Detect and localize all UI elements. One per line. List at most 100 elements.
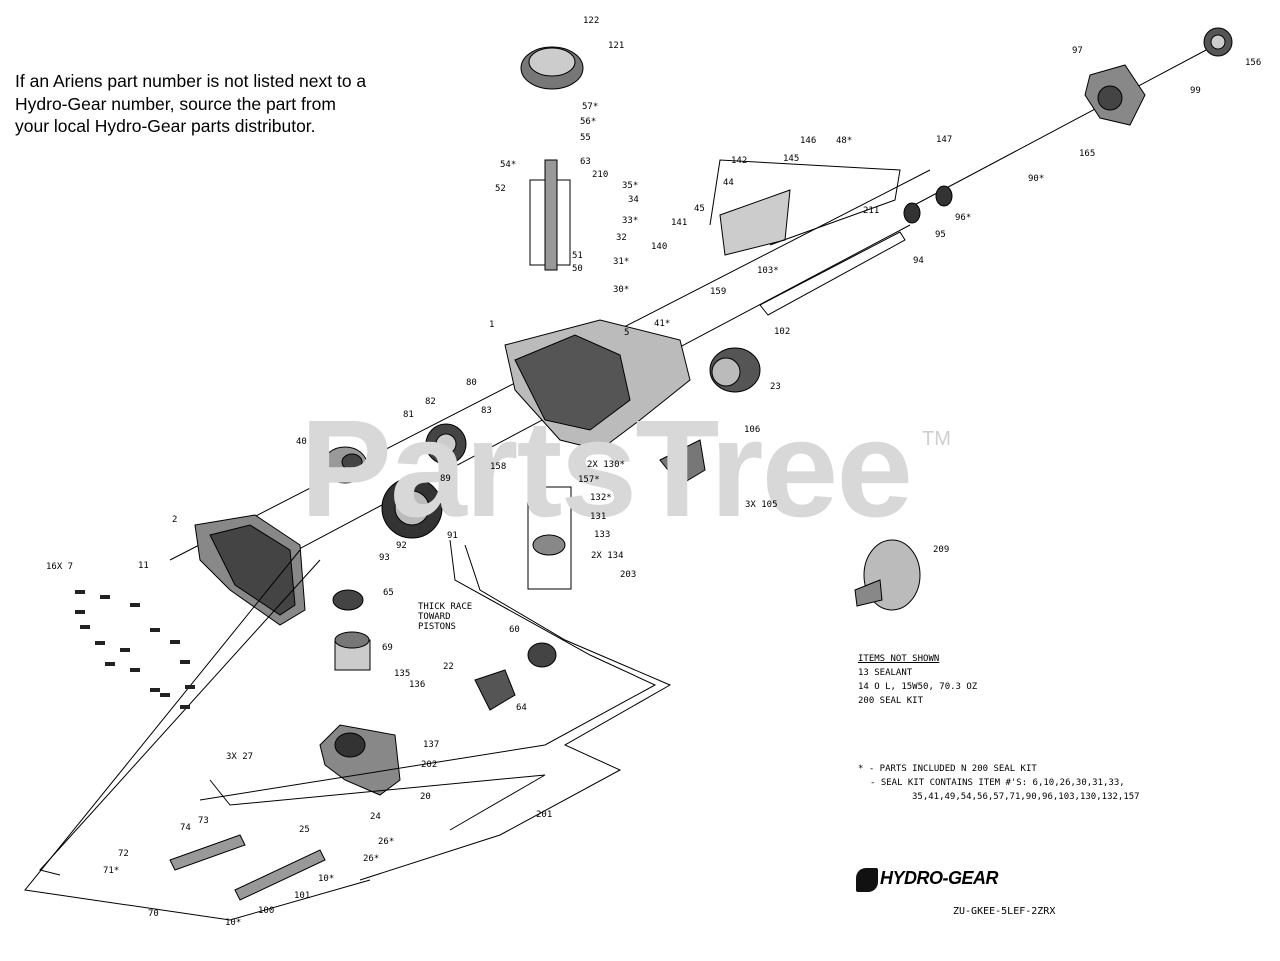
callout-54: 54* bbox=[500, 160, 517, 170]
callout-92: 92 bbox=[396, 541, 407, 551]
callout-57: 57* bbox=[582, 102, 599, 112]
callout-141: 141 bbox=[671, 218, 688, 228]
motor-block-64 bbox=[474, 669, 516, 711]
hub-axis-line bbox=[904, 39, 1226, 211]
callout-103: 103* bbox=[757, 266, 779, 276]
callout-201: 201 bbox=[536, 810, 553, 820]
callout-41: 41* bbox=[654, 319, 671, 329]
callout-30: 30* bbox=[613, 285, 630, 295]
callout-159: 159 bbox=[710, 287, 727, 297]
callout-thick-race: THICK RACE bbox=[418, 602, 473, 612]
callout-10b: 10* bbox=[225, 918, 242, 928]
callout-50: 50 bbox=[572, 264, 583, 274]
callout-133: 133 bbox=[594, 530, 611, 540]
callout-69: 69 bbox=[382, 643, 393, 653]
callout-121: 121 bbox=[608, 41, 625, 51]
callout-11: 11 bbox=[138, 561, 149, 571]
bearing-95 bbox=[903, 202, 921, 224]
callout-26b: 26* bbox=[363, 854, 380, 864]
callout-102: 102 bbox=[774, 327, 791, 337]
plate-133 bbox=[532, 534, 566, 556]
callout-80: 80 bbox=[466, 378, 477, 388]
bracket-group-211 bbox=[709, 159, 901, 246]
callout-94: 94 bbox=[913, 256, 924, 266]
callout-5: 5 bbox=[624, 328, 630, 338]
note-line-2: Hydro-Gear number, source the part from bbox=[15, 93, 336, 114]
axle-shaft-94 bbox=[759, 231, 906, 316]
callout-95: 95 bbox=[935, 230, 946, 240]
callout-70: 70 bbox=[148, 909, 159, 919]
callout-106: 106 bbox=[744, 425, 761, 435]
callout-122: 122 bbox=[583, 16, 600, 26]
callout-35: 35* bbox=[622, 181, 639, 191]
callout-45: 45 bbox=[694, 204, 705, 214]
bracket-106 bbox=[659, 439, 706, 486]
callout-40: 40 bbox=[296, 437, 307, 447]
callout-pistons: PISTONS bbox=[418, 622, 456, 632]
callout-158: 158 bbox=[490, 462, 507, 472]
callout-142: 142 bbox=[731, 156, 748, 166]
callout-81: 81 bbox=[403, 410, 414, 420]
callout-74: 74 bbox=[180, 823, 191, 833]
callout-3x-27: 3X 27 bbox=[226, 752, 254, 762]
callout-147: 147 bbox=[936, 135, 953, 145]
seal-96 bbox=[935, 185, 953, 207]
bearing-60 bbox=[527, 642, 557, 668]
callout-96: 96* bbox=[955, 213, 972, 223]
callout-31: 31* bbox=[613, 257, 630, 267]
shaft-73 bbox=[169, 834, 246, 871]
callout-99: 99 bbox=[1190, 86, 1201, 96]
callout-202: 202 bbox=[421, 760, 438, 770]
callout-63: 63 bbox=[580, 157, 591, 167]
model-number: ZU-GKEE-5LEF-2ZRX bbox=[953, 906, 1056, 917]
callout-25: 25 bbox=[299, 825, 310, 835]
callout-10a: 10* bbox=[318, 874, 335, 884]
callout-22: 22 bbox=[443, 662, 454, 672]
input-shaft-52 bbox=[544, 159, 558, 271]
outer-group-frame bbox=[24, 549, 371, 921]
legend-line-3: 200 SEAL KIT bbox=[858, 696, 924, 706]
bracket-44 bbox=[719, 189, 791, 256]
callout-156: 156 bbox=[1245, 58, 1262, 68]
callout-2: 2 bbox=[172, 515, 178, 525]
watermark: PartsTree bbox=[300, 392, 913, 546]
callout-131: 131 bbox=[590, 512, 607, 522]
callout-3x-105: 3X 105 bbox=[745, 500, 778, 510]
shaft-group-bracket bbox=[529, 179, 545, 266]
callout-137: 137 bbox=[423, 740, 440, 750]
callout-26a: 26* bbox=[378, 837, 395, 847]
callout-165: 165 bbox=[1079, 149, 1096, 159]
callout-32: 32 bbox=[616, 233, 627, 243]
pump-block-bracket bbox=[527, 486, 572, 590]
ariens-note: If an Ariens part number is not listed n… bbox=[15, 70, 435, 138]
callout-20: 20 bbox=[420, 792, 431, 802]
shaft-101 bbox=[234, 849, 326, 901]
callout-132: 132* bbox=[590, 493, 612, 503]
callout-55: 55 bbox=[580, 133, 591, 143]
legend-line-1: 13 SEALANT bbox=[858, 668, 913, 678]
callout-48: 48* bbox=[836, 136, 853, 146]
callout-34: 34 bbox=[628, 195, 639, 205]
callout-60: 60 bbox=[509, 625, 520, 635]
callout-89: 89 bbox=[440, 474, 451, 484]
callout-24: 24 bbox=[370, 812, 381, 822]
callout-91: 91 bbox=[447, 531, 458, 541]
bearing-65 bbox=[332, 589, 364, 611]
callout-210: 210 bbox=[592, 170, 609, 180]
callout-72: 72 bbox=[118, 849, 129, 859]
callout-1: 1 bbox=[489, 320, 495, 330]
legend-line-2: 14 O L, 15W50, 70.3 OZ bbox=[858, 682, 978, 692]
pulley-121-face bbox=[528, 47, 576, 77]
callout-82: 82 bbox=[425, 397, 436, 407]
callout-toward: TOWARD bbox=[418, 612, 451, 622]
hydro-gear-logo-text: HYDRO-GEAR bbox=[880, 868, 999, 888]
callout-140: 140 bbox=[651, 242, 668, 252]
group-201-frame bbox=[359, 544, 672, 881]
callout-71: 71* bbox=[103, 866, 120, 876]
callout-52: 52 bbox=[495, 184, 506, 194]
items-not-shown-heading: ITEMS NOT SHOWN bbox=[858, 654, 940, 664]
callout-23: 23 bbox=[770, 382, 781, 392]
callout-33: 33* bbox=[622, 216, 639, 226]
callout-90: 90* bbox=[1028, 174, 1045, 184]
